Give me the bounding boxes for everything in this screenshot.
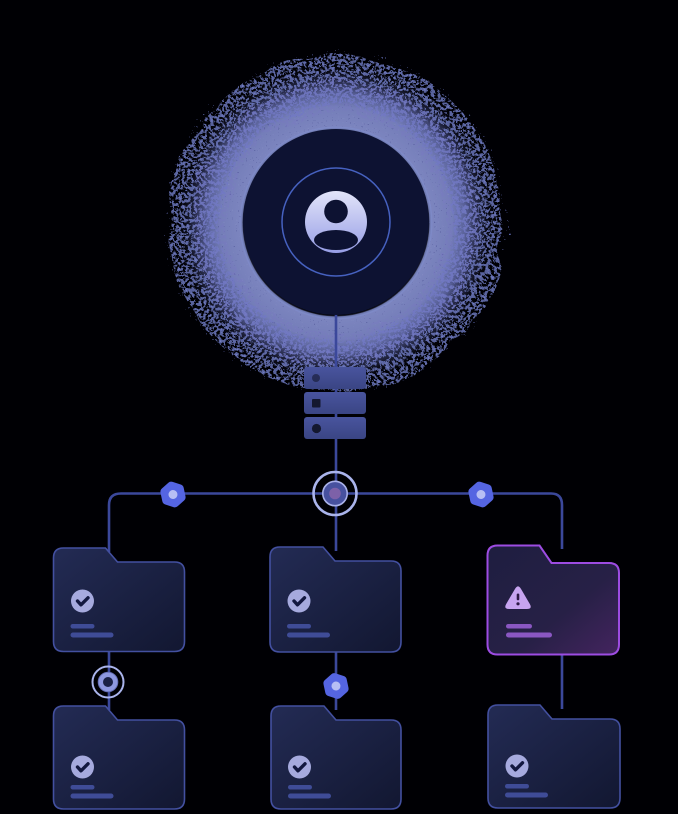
check-icon — [71, 755, 94, 779]
node-target-main — [312, 470, 358, 517]
node-ring-bottom-left — [91, 665, 125, 699]
warning-icon — [505, 586, 531, 609]
folder-bottom-left — [52, 705, 186, 810]
check-icon — [287, 589, 311, 613]
folder-bottom-center — [270, 705, 402, 810]
node-hex-bottom-center — [323, 673, 349, 699]
server-bar — [304, 417, 366, 439]
text-line — [506, 624, 532, 629]
check-icon — [505, 754, 529, 778]
text-line — [506, 632, 552, 638]
server-stack-icon — [304, 367, 366, 439]
text-line — [287, 624, 311, 629]
connector-right-elbow — [550, 492, 564, 709]
text-line — [505, 792, 548, 798]
server-led-icon — [312, 374, 320, 382]
server-led-icon — [312, 399, 321, 408]
folder-top-left — [52, 547, 186, 653]
folder-top-center — [269, 546, 402, 653]
check-icon — [288, 755, 311, 779]
text-line — [70, 785, 95, 790]
server-bar — [304, 367, 366, 389]
user-avatar-icon — [305, 191, 367, 253]
node-hex-left — [160, 481, 186, 508]
text-line — [70, 624, 95, 629]
server-bar — [304, 392, 366, 414]
folder-bottom-right — [487, 704, 621, 809]
text-line — [288, 793, 331, 799]
text-line — [288, 785, 312, 790]
user-hub — [243, 129, 429, 315]
check-icon — [71, 589, 94, 613]
text-line — [287, 632, 330, 638]
text-line — [505, 784, 529, 789]
text-line — [70, 793, 114, 799]
node-hex-right — [468, 481, 494, 508]
text-line — [70, 632, 114, 638]
folder-top-right-warning — [486, 544, 620, 656]
avatar-ring — [281, 167, 391, 277]
server-led-icon — [311, 423, 322, 434]
